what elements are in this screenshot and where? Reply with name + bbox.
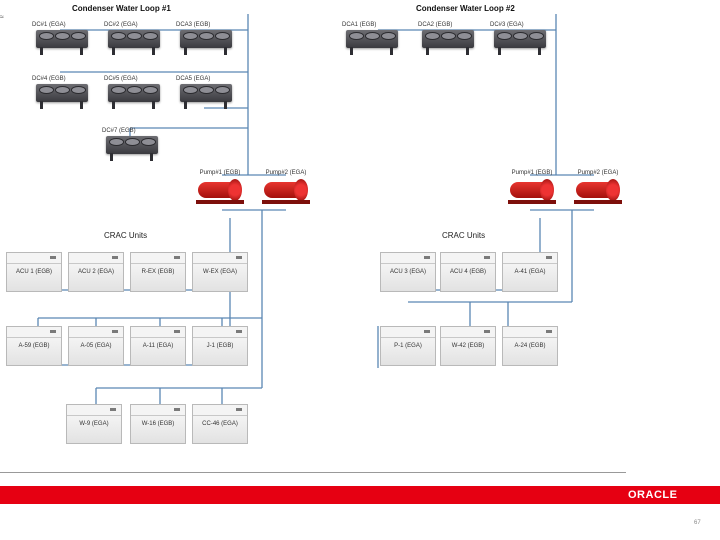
dry-cooler-label: DC#3 (EGA) (490, 22, 524, 28)
dry-cooler: DC#1 (EGA) (32, 22, 90, 56)
pump-label: Pump#1 (EGB) (511, 170, 553, 176)
dry-cooler-label: DC#4 (EGB) (32, 76, 66, 82)
dry-cooler-label: DC#7 (EGB) (102, 128, 136, 134)
dry-cooler: DC#3 (EGA) (490, 22, 548, 56)
crac-unit: A-59 (EGB) (6, 326, 62, 366)
crac-unit: W-EX (EGA) (192, 252, 248, 292)
dry-cooler: DC#4 (EGB) (32, 76, 90, 110)
dry-cooler: DC#2 (EGA) (104, 22, 162, 56)
loop2-title: Condenser Water Loop #2 (416, 4, 515, 13)
crac-unit-label: A-05 (EGA) (80, 343, 112, 349)
pump: Pump#1 (EGB) (192, 170, 248, 210)
crac-unit: W-9 (EGA) (66, 404, 122, 444)
crac-unit: ACU 3 (EGA) (380, 252, 436, 292)
crac-unit: A-41 (EGA) (502, 252, 558, 292)
oracle-logo: ORACLE (628, 489, 678, 501)
dry-cooler-label: DCA1 (EGB) (342, 22, 377, 28)
crac-unit: J-1 (EGB) (192, 326, 248, 366)
crac-unit-label: A-11 (EGA) (142, 343, 174, 349)
pump: Pump#1 (EGB) (504, 170, 560, 210)
crac-unit-label: ACU 2 (EGA) (77, 269, 114, 275)
crac-units-heading: CRAC Units (442, 231, 486, 240)
crac-unit: ACU 4 (EGB) (440, 252, 496, 292)
crac-unit-label: R-EX (EGB) (141, 269, 175, 275)
crac-unit: R-EX (EGB) (130, 252, 186, 292)
dry-cooler-label: DCA3 (EGB) (176, 22, 211, 28)
crac-unit-label: A-24 (EGB) (514, 343, 546, 349)
crac-unit-label: W-42 (EGB) (451, 343, 485, 349)
crac-unit-label: A-41 (EGA) (514, 269, 546, 275)
crac-unit: ACU 2 (EGA) (68, 252, 124, 292)
pump-label: Pump#1 (EGB) (199, 170, 241, 176)
dry-cooler: DCA2 (EGB) (418, 22, 476, 56)
crac-unit-label: P-1 (EGA) (394, 343, 422, 349)
crac-unit: W-42 (EGB) (440, 326, 496, 366)
pump-label: Pump#2 (EGA) (577, 170, 619, 176)
loop1-title: Condenser Water Loop #1 (72, 4, 171, 13)
crac-unit-label: ACU 4 (EGB) (449, 269, 486, 275)
crac-unit-label: ACU 3 (EGA) (389, 269, 426, 275)
dry-cooler: DCA3 (EGB) (176, 22, 234, 56)
crac-unit-label: ACU 1 (EGB) (15, 269, 52, 275)
dry-cooler-label: DC#2 (EGA) (104, 22, 138, 28)
crac-unit: W-16 (EGB) (130, 404, 186, 444)
pump: Pump#2 (EGA) (570, 170, 626, 210)
crac-unit: A-05 (EGA) (68, 326, 124, 366)
dry-cooler-label: DC#1 (EGA) (32, 22, 66, 28)
crac-unit-label: W-EX (EGA) (203, 269, 237, 275)
dry-cooler: DC#5 (EGA) (104, 76, 162, 110)
dry-cooler-label: DC#5 (EGA) (104, 76, 138, 82)
footer-rule (0, 472, 626, 473)
dry-cooler: DC#7 (EGB) (102, 128, 160, 162)
corner-mark: ≈ (0, 14, 4, 21)
crac-units-heading: CRAC Units (104, 231, 148, 240)
crac-unit: ACU 1 (EGB) (6, 252, 62, 292)
crac-unit: A-24 (EGB) (502, 326, 558, 366)
crac-unit: CC-46 (EGA) (192, 404, 248, 444)
crac-unit-label: W-16 (EGB) (141, 421, 175, 427)
brand-bar (0, 486, 720, 504)
crac-unit: P-1 (EGA) (380, 326, 436, 366)
dry-cooler-label: DCA2 (EGB) (418, 22, 453, 28)
dry-cooler-label: DCA5 (EGA) (176, 76, 211, 82)
dry-cooler: DCA1 (EGB) (342, 22, 400, 56)
pump: Pump#2 (EGA) (258, 170, 314, 210)
crac-unit: A-11 (EGA) (130, 326, 186, 366)
crac-unit-label: J-1 (EGB) (206, 343, 234, 349)
crac-unit-label: W-9 (EGA) (79, 421, 109, 427)
dry-cooler: DCA5 (EGA) (176, 76, 234, 110)
crac-unit-label: CC-46 (EGA) (202, 421, 238, 427)
pump-label: Pump#2 (EGA) (265, 170, 307, 176)
crac-unit-label: A-59 (EGB) (18, 343, 50, 349)
page-number: 67 (694, 520, 701, 526)
